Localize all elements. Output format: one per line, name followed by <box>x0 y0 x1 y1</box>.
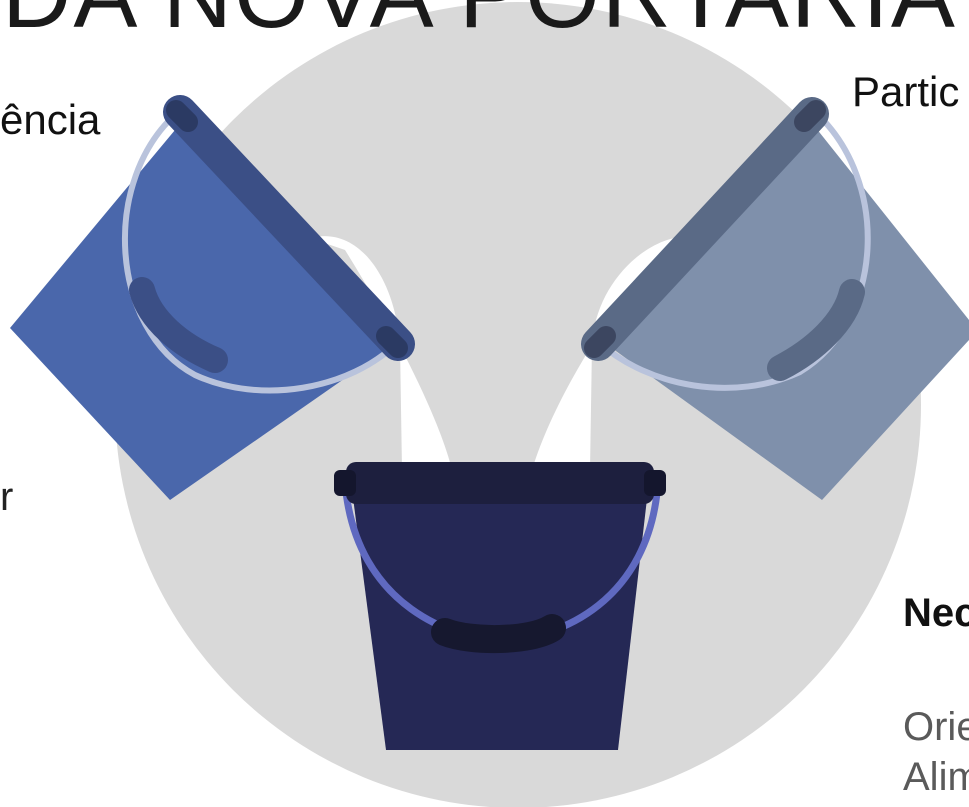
right-bold-heading: Nec <box>903 590 969 636</box>
left-lower-text: r <box>0 474 13 520</box>
page-title: DA NOVA PORTARIA <box>2 0 957 50</box>
right-text-line-2: Alim <box>903 754 969 800</box>
center-bucket-icon <box>334 462 666 750</box>
right-text-line-1: Orie <box>903 704 969 750</box>
right-bucket-label: Partic <box>852 68 959 116</box>
left-bucket-label: ência <box>0 96 100 144</box>
